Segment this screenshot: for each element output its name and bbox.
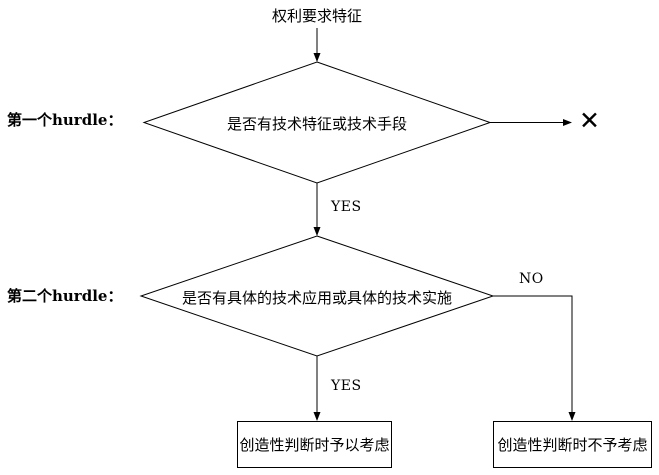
box-considered: 创造性判断时予以考虑 (237, 421, 392, 468)
fail-x-icon: ✕ (579, 106, 600, 135)
yes2-label: YES (331, 378, 362, 394)
arrow-decision2-to-not-considered (493, 295, 576, 421)
decision2-text: 是否有具体的技术应用或具体的技术实施 (181, 289, 452, 307)
yes1-label: YES (331, 199, 362, 215)
no-label: NO (519, 271, 544, 287)
hurdle2-label: 第二个hurdle： (7, 287, 123, 305)
box-not-considered: 创造性判断时不予考虑 (493, 421, 652, 468)
start-label: 权利要求特征 (271, 7, 362, 25)
hurdle1-label: 第一个hurdle： (7, 111, 123, 129)
decision1-text: 是否有技术特征或技术手段 (226, 115, 407, 133)
